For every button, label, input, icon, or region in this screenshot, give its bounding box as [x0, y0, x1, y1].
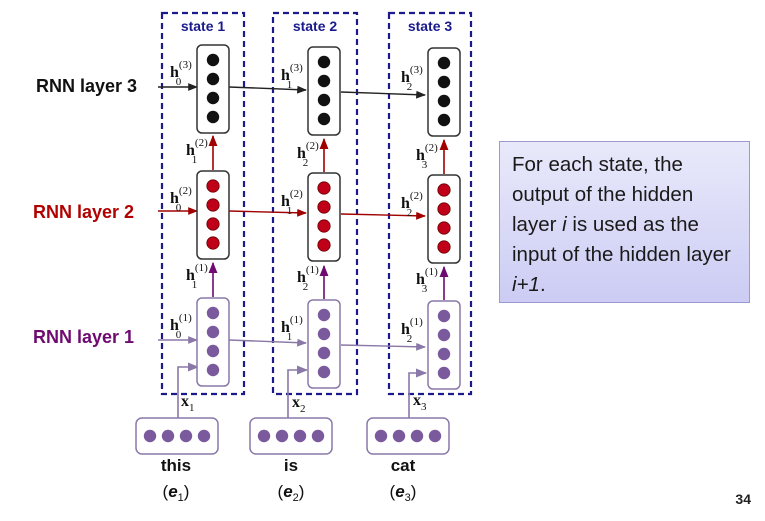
x-label: x1	[181, 393, 195, 414]
word-label: cat	[391, 456, 416, 475]
h-label: h(1)0	[170, 312, 192, 341]
h-label: h(2)2	[401, 190, 423, 219]
h-label: h(2)0	[170, 185, 192, 214]
h-label: h(2)1	[186, 137, 208, 166]
h-label: h(2)3	[416, 142, 438, 171]
hidden-cell-l3-s2	[307, 46, 341, 136]
layer2-cells	[196, 170, 461, 264]
layer3-recurrent-arrows	[158, 83, 426, 99]
hidden-cell-l2-s1	[196, 170, 230, 260]
embedding-label: (e1)	[163, 482, 190, 504]
state-box-1	[160, 11, 246, 396]
hidden-cell-l2-s2	[307, 172, 341, 262]
h-label: h(1)1	[186, 262, 208, 291]
embedding-label: (e3)	[390, 482, 417, 504]
input-embeddings	[135, 417, 450, 455]
state-title-3: state 3	[408, 18, 453, 34]
layer-label-3: RNN layer 3	[36, 76, 138, 96]
word-label: this	[161, 456, 191, 475]
layer1-cells	[196, 297, 461, 390]
layer1-recurrent-arrows	[158, 336, 426, 351]
layer-label-1: RNN layer 1	[33, 327, 135, 347]
h-label: h(3)2	[401, 64, 423, 93]
vertical-arrows-1-to-2	[208, 261, 449, 300]
layer3-cells	[196, 44, 461, 137]
x-label: x3	[413, 392, 427, 413]
description-box: For each state, the output of the hidden…	[499, 141, 750, 303]
h-label: h(3)0	[170, 59, 192, 88]
hidden-cell-l3-s1	[196, 44, 230, 134]
h-label: h(1)3	[416, 266, 438, 295]
state-box-2	[271, 11, 359, 396]
input-arrows	[177, 362, 428, 418]
hidden-cell-l1-s1	[196, 297, 230, 387]
page-number: 34	[735, 491, 751, 507]
h-label: h(1)1	[281, 314, 303, 343]
state-title-2: state 2	[293, 18, 338, 34]
hidden-cell-l1-s2	[307, 299, 341, 389]
input-embedding-3	[366, 417, 450, 455]
h-label: h(1)2	[297, 264, 319, 293]
h-label: h(1)2	[401, 316, 423, 345]
h-label: h(2)1	[281, 188, 303, 217]
state-title-1: state 1	[181, 18, 226, 34]
state-box-3	[387, 11, 473, 396]
hidden-cell-l2-s3	[427, 174, 461, 264]
vertical-arrows-2-to-3	[208, 134, 449, 174]
input-embedding-2	[249, 417, 333, 455]
hidden-cell-l3-s3	[427, 47, 461, 137]
word-label: is	[284, 456, 298, 475]
hidden-cell-l1-s3	[427, 300, 461, 390]
layer2-recurrent-arrows	[158, 207, 426, 220]
layer-label-2: RNN layer 2	[33, 202, 135, 222]
x-label: x2	[292, 394, 306, 415]
input-embedding-1	[135, 417, 219, 455]
h-label: h(3)1	[281, 62, 303, 91]
h-label: h(2)2	[297, 140, 319, 169]
embedding-label: (e2)	[278, 482, 305, 504]
